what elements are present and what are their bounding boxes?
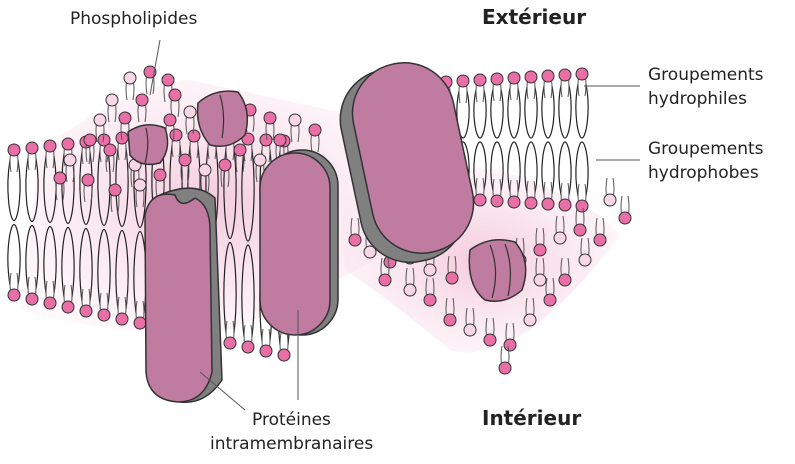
phospholipid-head	[457, 75, 469, 87]
phospholipid-head	[289, 114, 301, 126]
phospholipid-head	[44, 140, 56, 152]
phospholipid-head	[162, 74, 174, 86]
phospholipid-head	[444, 314, 456, 326]
phospholipid-head	[124, 72, 136, 84]
label-interieur: Intérieur	[482, 406, 581, 430]
phospholipid-head	[109, 184, 121, 196]
phospholipid-head	[54, 172, 66, 184]
phospholipid-head	[525, 197, 537, 209]
protein-small-left	[128, 125, 168, 165]
phospholipid-head	[134, 317, 146, 329]
phospholipid-head	[474, 74, 486, 86]
phospholipid-head	[94, 114, 106, 126]
phospholipid-head	[508, 72, 520, 84]
phospholipid-head	[8, 289, 20, 301]
phospholipid-head	[234, 144, 246, 156]
phospholipid-head	[379, 274, 391, 286]
phospholipid-head	[106, 94, 118, 106]
phospholipid-head	[260, 345, 272, 357]
phospholipid-head	[116, 313, 128, 325]
phospholipid-head	[619, 212, 631, 224]
phospholipid-head	[404, 284, 416, 296]
phospholipid-head	[504, 339, 516, 351]
phospholipid-head	[525, 71, 537, 83]
protein-small-top	[198, 91, 248, 146]
phospholipid-head	[491, 195, 503, 207]
phospholipid-head	[170, 129, 182, 141]
label-groupements-hydrophobes-1: Groupements	[648, 139, 764, 159]
phospholipid-head	[499, 362, 511, 374]
phospholipid-head	[44, 297, 56, 309]
phospholipid-head	[264, 112, 276, 124]
phospholipid-head	[8, 144, 20, 156]
label-phospholipides: Phospholipides	[70, 9, 197, 29]
phospholipid-head	[278, 349, 290, 361]
phospholipid-head	[179, 154, 191, 166]
phospholipid-head	[80, 305, 92, 317]
label-proteines-2: intramembranaires	[210, 434, 373, 454]
phospholipid-head	[542, 70, 554, 82]
label-exterieur: Extérieur	[482, 5, 586, 29]
phospholipid-head	[559, 69, 571, 81]
phospholipid-head	[136, 94, 148, 106]
phospholipid-head	[349, 234, 361, 246]
phospholipid-head	[524, 314, 536, 326]
phospholipid-head	[164, 114, 176, 126]
phospholipid-head	[62, 138, 74, 150]
phospholipid-head	[119, 112, 131, 124]
phospholipid-head	[134, 179, 146, 191]
label-groupements-hydrophiles-1: Groupements	[648, 65, 764, 85]
phospholipid-head	[484, 334, 496, 346]
phospholipid-head	[199, 164, 211, 176]
phospholipid-head	[534, 244, 546, 256]
phospholipid-head	[26, 293, 38, 305]
protein-left-tall	[145, 188, 222, 402]
phospholipid-head	[424, 294, 436, 306]
phospholipid-head	[554, 232, 566, 244]
phospholipid-head	[184, 106, 196, 118]
phospholipid-head	[594, 234, 606, 246]
phospholipid-head	[604, 194, 616, 206]
phospholipid-head	[154, 169, 166, 181]
phospholipid-head	[508, 196, 520, 208]
phospholipid-head	[104, 144, 116, 156]
phospholipid-head	[474, 194, 486, 206]
label-groupements-hydrophiles-2: hydrophiles	[648, 89, 747, 109]
phospholipid-head	[424, 264, 436, 276]
phospholipid-head	[576, 68, 588, 80]
phospholipid-head	[98, 309, 110, 321]
phospholipid-head	[242, 341, 254, 353]
phospholipid-head	[559, 199, 571, 211]
phospholipid-head	[62, 301, 74, 313]
phospholipid-head	[219, 159, 231, 171]
phospholipid-head	[576, 200, 588, 212]
label-proteines-1: Protéines	[252, 410, 331, 430]
phospholipid-head	[188, 130, 200, 142]
phospholipid-head	[274, 134, 286, 146]
phospholipid-head	[491, 73, 503, 85]
phospholipid-head	[309, 124, 321, 136]
phospholipid-head	[64, 154, 76, 166]
phospholipid-head	[542, 198, 554, 210]
phospholipid-head	[464, 324, 476, 336]
phospholipid-head	[446, 272, 458, 284]
phospholipid-head	[534, 274, 546, 286]
phospholipid-head	[254, 154, 266, 166]
phospholipid-head	[82, 174, 94, 186]
phospholipid-head	[169, 89, 181, 101]
phospholipid-head	[559, 274, 571, 286]
phospholipid-head	[26, 142, 38, 154]
phospholipid-head	[574, 224, 586, 236]
phospholipid-head	[579, 254, 591, 266]
label-groupements-hydrophobes-2: hydrophobes	[648, 163, 759, 183]
phospholipid-head	[544, 294, 556, 306]
phospholipid-head	[224, 337, 236, 349]
phospholipid-head	[84, 134, 96, 146]
protein-channel-right	[469, 240, 525, 301]
protein-middle	[260, 150, 338, 335]
